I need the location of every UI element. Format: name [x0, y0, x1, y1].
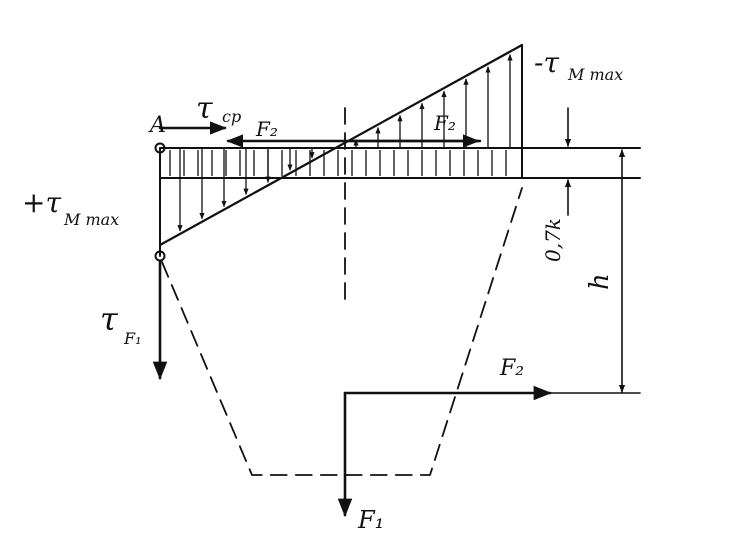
- tau-f1-symbol: τ: [100, 300, 119, 338]
- point-a-marker: [154, 142, 166, 154]
- uniform-shear-hatching: [169, 150, 507, 176]
- point-b-marker: [154, 250, 166, 262]
- minus-tau-m-max-subscript: M max: [567, 65, 623, 84]
- f2-shear-label: F₂: [433, 111, 456, 135]
- bending-stress-line: [158, 43, 524, 247]
- point-a-label: A: [148, 113, 166, 138]
- minus-tau-m-max-symbol: -τ: [534, 46, 559, 79]
- tau-cp-subscript: cp: [222, 107, 241, 126]
- f1-force-label: F₁: [357, 506, 384, 534]
- f2-force-label: F₂: [499, 356, 524, 381]
- dim-07k-label: 0,7k: [541, 218, 565, 262]
- f2-top-label: F₂: [255, 117, 278, 141]
- tau-f1-subscript: F₁: [123, 329, 142, 348]
- plus-tau-m-max-symbol: +τ: [22, 186, 61, 219]
- bracket-dashed-outline: [161, 187, 523, 476]
- tau-cp-symbol: τ: [196, 91, 213, 126]
- dim-h-label: h: [585, 273, 615, 290]
- plus-tau-m-max-subscript: M max: [63, 210, 119, 229]
